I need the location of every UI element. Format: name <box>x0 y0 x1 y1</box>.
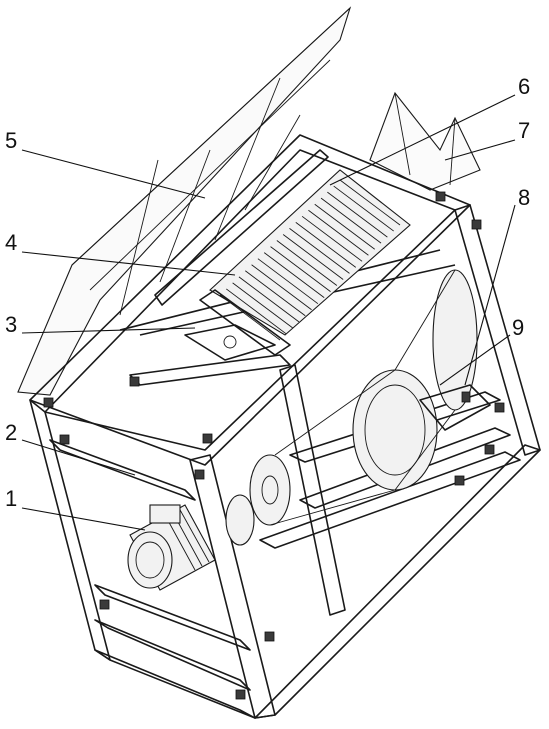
inclined-top-panel <box>17 6 352 396</box>
label-4: 4 <box>5 230 17 255</box>
label-5: 5 <box>5 128 17 153</box>
comb-tooth <box>289 228 350 274</box>
leader-3 <box>21 327 196 334</box>
label-3: 3 <box>5 312 17 337</box>
leader-8 <box>464 204 516 386</box>
comb-tooth <box>244 270 306 317</box>
part-labels: 5 4 3 2 1 6 7 8 9 <box>5 74 530 511</box>
label-1: 1 <box>5 486 17 511</box>
comb-tooth <box>320 197 382 244</box>
comb-tooth <box>263 252 325 298</box>
comb-tooth <box>276 240 338 286</box>
comb-tooth <box>295 222 357 268</box>
comb-tooth <box>282 234 344 280</box>
comb-tooth <box>308 209 369 256</box>
comb-tooth <box>301 215 363 262</box>
leader-2 <box>21 439 136 476</box>
leader-lines <box>21 94 516 531</box>
comb-tooth <box>219 294 281 341</box>
label-9: 9 <box>512 315 524 340</box>
outlet-chute <box>369 91 481 191</box>
label-2: 2 <box>5 420 17 445</box>
blower <box>352 269 491 491</box>
comb-tooth <box>238 276 300 323</box>
leader-9 <box>439 334 511 386</box>
leader-7 <box>444 139 516 161</box>
comb-tooth <box>339 179 401 226</box>
leader-6 <box>329 94 516 186</box>
comb-tooth <box>226 288 287 335</box>
comb-roller <box>199 169 411 356</box>
comb-tooth <box>314 203 376 250</box>
electric-motor <box>127 504 216 591</box>
label-6: 6 <box>518 74 530 99</box>
leader-1 <box>21 507 146 531</box>
leader-5 <box>21 149 206 199</box>
comb-tooth <box>327 191 388 238</box>
label-7: 7 <box>518 118 530 143</box>
comb-tooth <box>257 258 319 305</box>
comb-tooth <box>251 264 312 311</box>
comb-tooth <box>232 282 293 329</box>
comb-tooth <box>270 246 331 292</box>
comb-tooth <box>333 185 394 232</box>
label-8: 8 <box>518 185 530 210</box>
pulley-set <box>225 369 396 546</box>
guide-rail <box>154 149 329 361</box>
leader-4 <box>21 251 236 276</box>
